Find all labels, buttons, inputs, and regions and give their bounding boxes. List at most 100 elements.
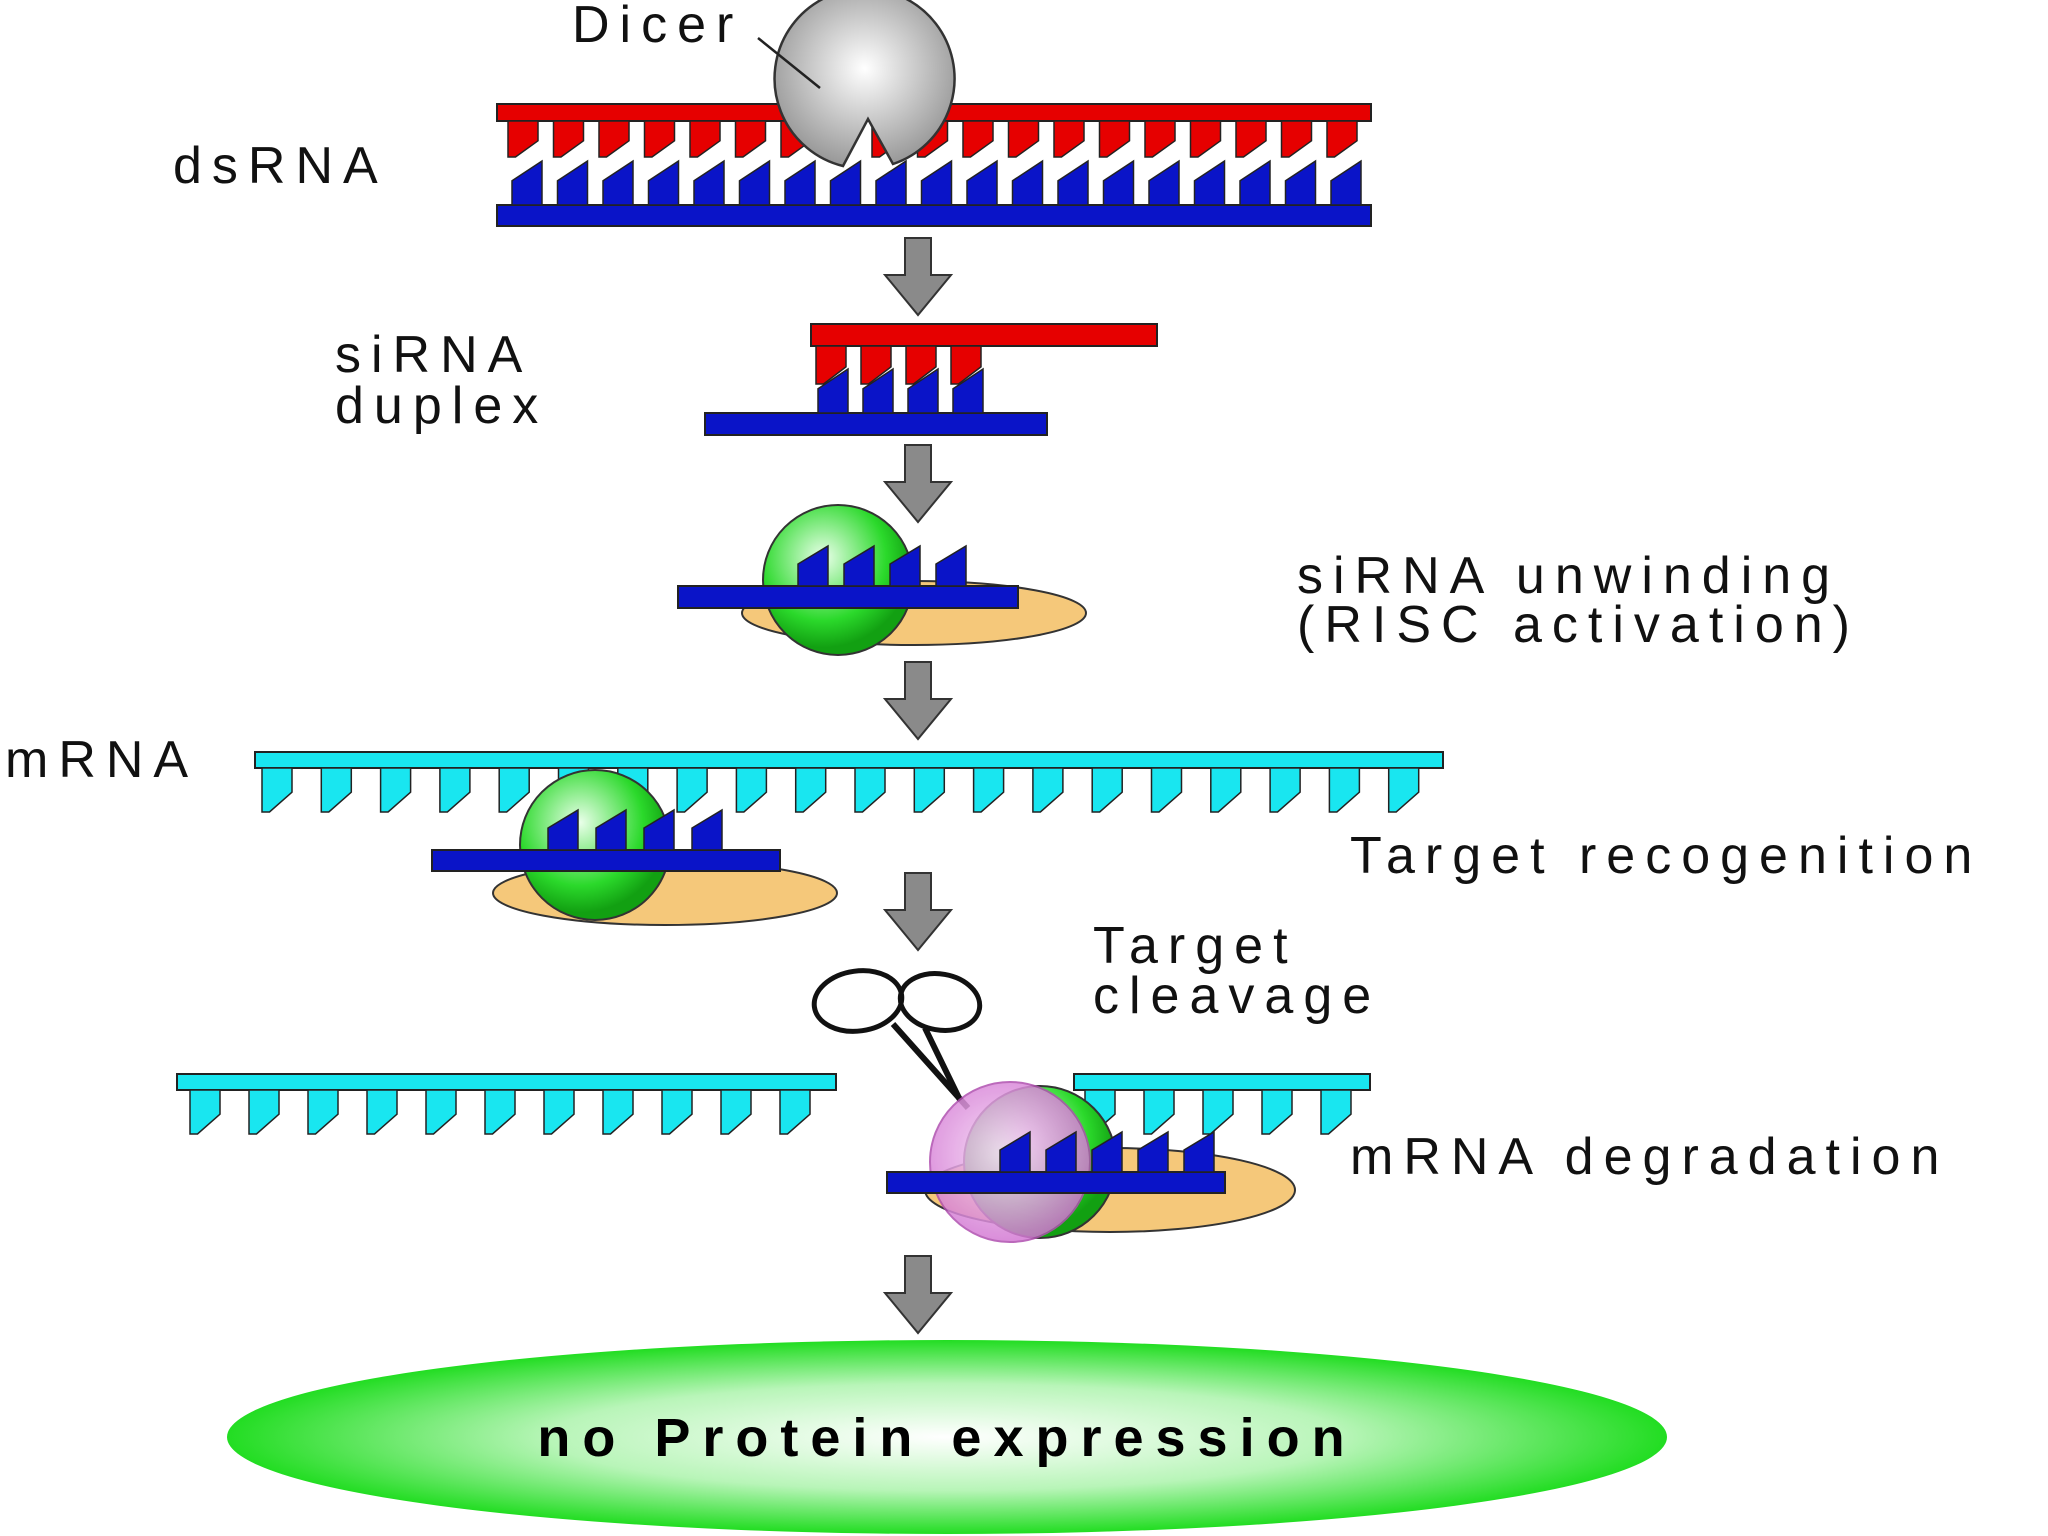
antisense-base [1148, 159, 1180, 206]
mrna-base [661, 1089, 693, 1135]
outcome-stage: no Protein expression [227, 1340, 1667, 1534]
mrna-base [1091, 767, 1123, 813]
antisense-base [1183, 1130, 1215, 1173]
mrna-base [498, 767, 530, 813]
sense-base [734, 120, 767, 158]
mrna-base [189, 1089, 221, 1135]
antisense-base [1102, 159, 1135, 206]
mrna-base [1210, 767, 1242, 813]
mrna-base [261, 767, 293, 813]
outcome-label: no Protein expression [537, 1408, 1356, 1468]
mrna-base [779, 1089, 811, 1135]
risc-activation-stage: siRNA unwinding (RISC activation) [677, 504, 1860, 656]
cleavage-stage: Target cleavage [811, 917, 1381, 1110]
sirna-duplex-stage: siRNA duplex [335, 323, 1158, 436]
cleavage-label-line2: cleavage [1093, 967, 1381, 1025]
mrna-fragment-left-backbone [176, 1073, 837, 1091]
recognition-antisense-backbone [431, 849, 781, 872]
dsrna-stage: Dicer dsRNA [173, 0, 1372, 227]
mrna-base [602, 1089, 634, 1135]
risc-antisense-teeth [797, 544, 967, 587]
degradation-antisense-teeth [999, 1130, 1215, 1173]
antisense-base [738, 159, 771, 206]
sense-base [1144, 120, 1176, 158]
mrna-base [1032, 767, 1064, 813]
antisense-base [547, 808, 579, 851]
degradation-antisense-backbone [886, 1171, 1226, 1194]
mrna-fragment-right-backbone [1073, 1073, 1371, 1091]
unwinding-label-line2: (RISC activation) [1297, 596, 1860, 654]
mrna-base [1261, 1089, 1293, 1135]
antisense-base [1011, 159, 1044, 206]
risc-antisense-backbone [677, 585, 1019, 609]
mrna-base [1150, 767, 1183, 813]
mrna-base [676, 767, 708, 813]
sirna-label-line2: duplex [335, 377, 548, 435]
antisense-base [647, 159, 680, 206]
sense-base [860, 345, 892, 385]
antisense-base [797, 544, 829, 587]
antisense-base [875, 159, 907, 206]
dsrna-antisense-backbone [496, 204, 1372, 227]
antisense-base [1045, 1130, 1077, 1173]
flow-arrow-3 [882, 661, 954, 741]
mrna-base [1202, 1089, 1234, 1135]
flow-arrow-4 [882, 872, 954, 952]
sirna-antisense-teeth [817, 367, 984, 414]
mrna-base [366, 1089, 398, 1135]
sirna-sense-backbone [810, 323, 1158, 347]
antisense-base [784, 159, 816, 206]
sense-base [815, 345, 847, 385]
antisense-base [966, 159, 998, 206]
mrna-base [439, 767, 471, 813]
mrna-base [1320, 1089, 1352, 1135]
mrna-teeth [261, 767, 1420, 813]
sense-base [1053, 120, 1085, 158]
outcome-ellipse [227, 1340, 1667, 1534]
antisense-base [829, 159, 862, 206]
mrna-base [307, 1089, 339, 1135]
sense-base [962, 120, 994, 158]
antisense-base [595, 808, 627, 851]
antisense-base [920, 159, 953, 206]
mrna-base [320, 767, 353, 813]
antisense-base [556, 159, 589, 206]
mrna-label: mRNA [5, 731, 198, 789]
sirna-label-line1: siRNA [335, 326, 532, 384]
antisense-base [817, 367, 849, 414]
mrna-base [248, 1089, 280, 1135]
sense-base [1326, 120, 1358, 158]
antisense-base [1193, 159, 1226, 206]
mrna-base [425, 1089, 457, 1135]
mrna-base [379, 767, 412, 813]
mrna-base [1143, 1089, 1175, 1135]
mrna-base [1387, 767, 1420, 813]
mrna-fragment-right-teeth [1084, 1089, 1352, 1135]
antisense-base [862, 367, 894, 414]
mrna-fragment-left-teeth [189, 1089, 811, 1135]
mrna-base [1269, 767, 1301, 813]
antisense-base [511, 159, 543, 206]
flow-arrow-2 [882, 444, 954, 524]
antisense-base [1284, 159, 1317, 206]
cleavage-label-line1: Target [1093, 917, 1298, 975]
sense-base [643, 120, 676, 158]
antisense-base [1239, 159, 1271, 206]
sense-base [905, 345, 937, 385]
dsrna-antisense-teeth [511, 159, 1362, 206]
mrna-base [913, 767, 946, 813]
flow-arrow-5 [882, 1255, 954, 1335]
sense-base [1098, 120, 1131, 158]
antisense-base [1137, 1130, 1169, 1173]
sirna-sense-teeth [815, 345, 982, 385]
antisense-base [602, 159, 634, 206]
dicer-label: Dicer [572, 0, 743, 54]
mrna-backbone [254, 751, 1444, 769]
antisense-base [693, 159, 725, 206]
dicer-enzyme-icon [773, 0, 956, 168]
degradation-label: mRNA degradation [1350, 1128, 1949, 1186]
recognition-antisense-teeth [547, 808, 723, 851]
antisense-base [907, 367, 939, 414]
mrna-base [854, 767, 886, 813]
